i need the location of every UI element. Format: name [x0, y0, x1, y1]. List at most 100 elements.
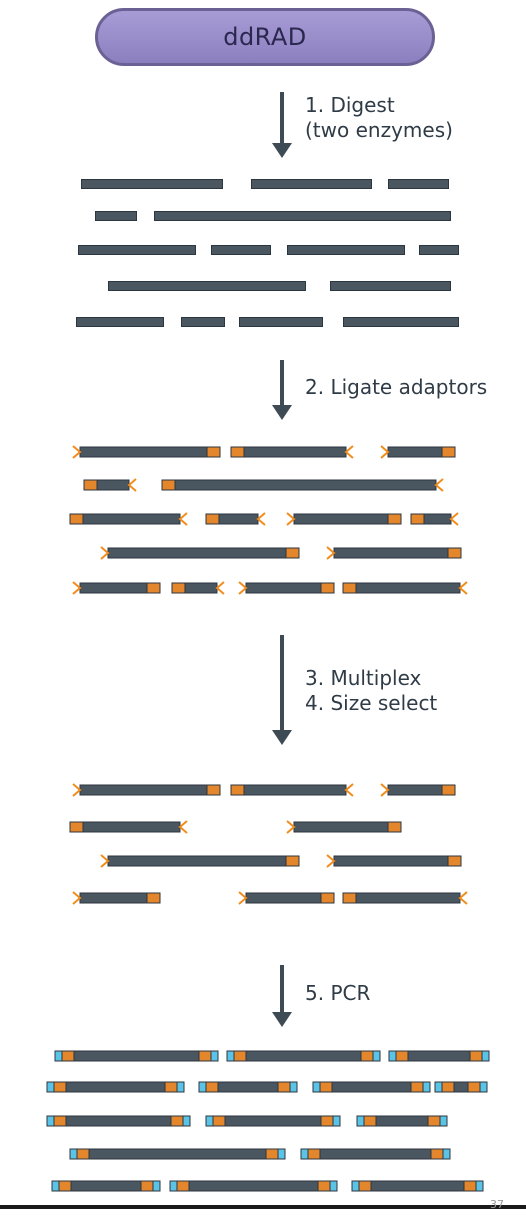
adaptor-block [320, 1115, 334, 1127]
ligate-arrow-icon [272, 360, 292, 420]
step-pcr-line1: 5. PCR [305, 981, 371, 1005]
adaptor-block [61, 1050, 75, 1062]
step-multiplex-line1: 3. Multiplex [305, 666, 422, 690]
adaptor-block [363, 1115, 377, 1127]
primer-cap [481, 1050, 490, 1062]
adaptor-block [410, 1081, 424, 1093]
fragment [79, 446, 221, 458]
adaptor-block [230, 446, 245, 458]
adaptor-block [164, 1081, 178, 1093]
fragment [108, 281, 306, 291]
adaptor-block [140, 1180, 154, 1192]
adaptor-block [205, 1081, 219, 1093]
fragment [419, 245, 459, 255]
primer-cap [198, 1081, 207, 1093]
fragment [230, 446, 347, 458]
adaptor-overhang [380, 445, 390, 459]
fragment [95, 211, 137, 221]
adaptor-block [76, 1148, 90, 1160]
footer-rule [0, 1205, 526, 1209]
adaptor-block [463, 1180, 477, 1192]
adaptor-block [467, 1081, 481, 1093]
step-multiplex-label: 3. Multiplex 4. Size select [305, 666, 437, 716]
primer-cap [182, 1115, 191, 1127]
adaptor-block [206, 446, 221, 458]
fragment [342, 582, 461, 594]
step-digest-line2: (two enzymes) [305, 118, 453, 142]
adaptor-overhang [458, 581, 468, 595]
adaptor-overhang [72, 891, 82, 905]
adaptor-block [430, 1148, 444, 1160]
fragment [293, 821, 402, 833]
pcr-arrow-icon [272, 965, 292, 1027]
adaptor-block [342, 892, 357, 904]
adaptor-block [320, 582, 335, 594]
primer-cap [479, 1081, 488, 1093]
primer-cap [422, 1081, 431, 1093]
fragment [251, 179, 372, 189]
primer-cap [434, 1081, 443, 1093]
fragment [76, 317, 164, 327]
adaptor-overhang [178, 512, 188, 526]
pcr-fragment [46, 1081, 185, 1093]
adaptor-overhang [127, 478, 137, 492]
adaptor-block [170, 1115, 184, 1127]
adaptor-block [277, 1081, 291, 1093]
adaptor-block [447, 855, 462, 867]
adaptor-overhang [72, 783, 82, 797]
primer-cap [329, 1180, 338, 1192]
primer-cap [69, 1148, 78, 1160]
primer-cap [300, 1148, 309, 1160]
adaptor-overhang [286, 820, 296, 834]
fragment [287, 245, 405, 255]
step-size-select-line2: 4. Size select [305, 691, 438, 715]
adaptor-block [447, 547, 462, 559]
adaptor-block [233, 1050, 247, 1062]
fragment [161, 479, 437, 491]
adaptor-block [69, 513, 84, 525]
adaptor-block [53, 1081, 67, 1093]
fragment [239, 317, 323, 327]
primer-cap [226, 1050, 235, 1062]
primer-cap [277, 1148, 286, 1160]
adaptor-overhang [344, 783, 354, 797]
adaptor-block [360, 1050, 374, 1062]
adaptor-block [285, 547, 300, 559]
adaptor-block [410, 513, 425, 525]
pcr-fragment [226, 1050, 381, 1062]
adaptor-overhang [215, 581, 225, 595]
adaptor-block [171, 582, 186, 594]
adaptor-block [387, 513, 402, 525]
adaptor-block [441, 1081, 455, 1093]
adaptor-block [205, 513, 220, 525]
adaptor-overhang [434, 478, 444, 492]
primer-cap [442, 1148, 451, 1160]
adaptor-block [230, 784, 245, 796]
adaptor-block [317, 1180, 331, 1192]
adaptor-overhang [326, 854, 336, 868]
adaptor-overhang [100, 546, 110, 560]
adaptor-block [441, 784, 456, 796]
adaptor-overhang [449, 512, 459, 526]
adaptor-overhang [344, 445, 354, 459]
primer-cap [210, 1050, 219, 1062]
adaptor-block [161, 479, 176, 491]
primer-cap [372, 1050, 381, 1062]
fragment [343, 317, 459, 327]
adaptor-block [58, 1180, 72, 1192]
step-pcr-label: 5. PCR [305, 981, 370, 1006]
fragment [69, 821, 181, 833]
digest-arrow-icon [272, 92, 292, 158]
pcr-fragment [205, 1115, 341, 1127]
fragment [333, 547, 462, 559]
primer-cap [351, 1180, 360, 1192]
fragment [154, 211, 451, 221]
fragment [293, 513, 402, 525]
primer-cap [289, 1081, 298, 1093]
adaptor-block [146, 892, 161, 904]
primer-cap [312, 1081, 321, 1093]
adaptor-block [53, 1115, 67, 1127]
adaptor-block [83, 479, 98, 491]
primer-cap [332, 1115, 341, 1127]
